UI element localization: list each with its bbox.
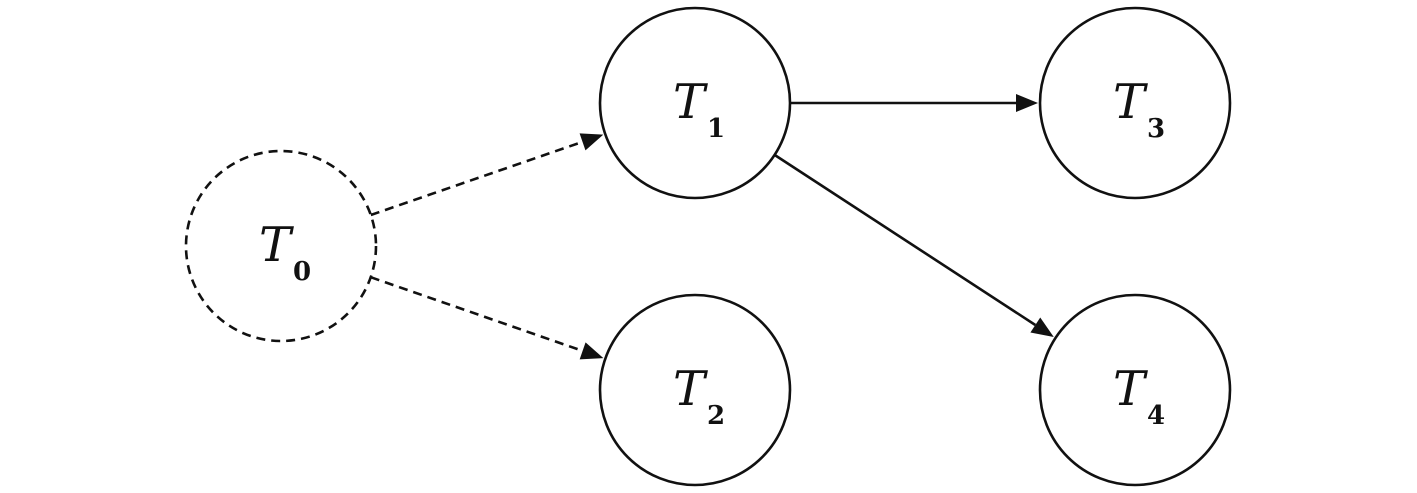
arrowhead-icon	[1030, 317, 1054, 338]
arrowhead-icon	[1016, 94, 1038, 112]
node-subscript: 4	[1147, 401, 1165, 431]
node-circle	[184, 149, 378, 343]
edge-t1-t4	[773, 153, 1054, 338]
node-label: T	[673, 361, 708, 417]
node-label: T	[1113, 74, 1148, 130]
edges-layer	[370, 94, 1054, 360]
node-label: T	[673, 74, 708, 130]
node-subscript: 2	[707, 401, 725, 431]
edge-t0-t2	[370, 275, 604, 360]
edge-t1-t3	[790, 94, 1038, 112]
edge-line	[773, 153, 1037, 327]
node-label: T	[259, 217, 294, 273]
node-label: T	[1113, 361, 1148, 417]
node-subscript: 1	[707, 114, 725, 144]
edge-t0-t1	[370, 133, 604, 217]
node-subscript: 0	[293, 257, 311, 287]
node-circle	[1038, 293, 1232, 487]
node-subscript: 3	[1147, 114, 1165, 144]
node-circle	[598, 6, 792, 200]
edge-line	[370, 275, 584, 353]
node-circle	[1038, 6, 1232, 200]
arrowhead-icon	[579, 342, 604, 360]
arrowhead-icon	[579, 133, 604, 151]
node-circle	[598, 293, 792, 487]
edge-line	[370, 140, 583, 217]
